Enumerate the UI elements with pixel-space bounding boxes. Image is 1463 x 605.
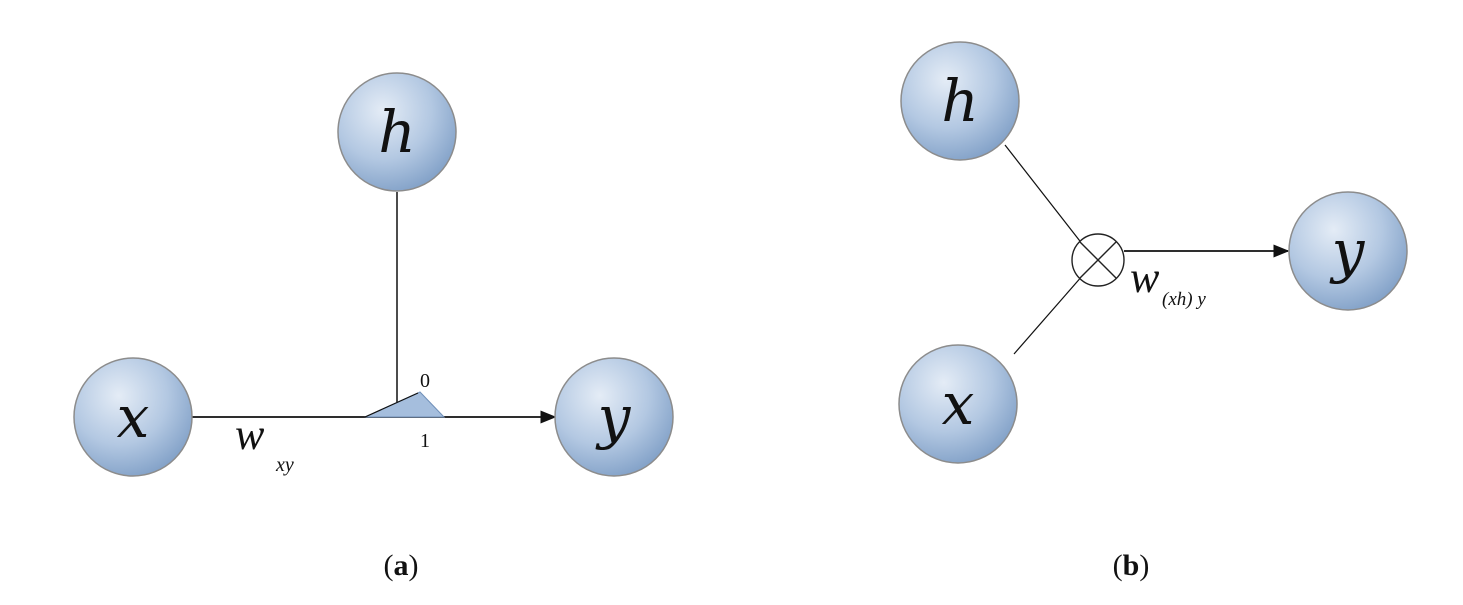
node-h-label: h bbox=[941, 67, 978, 135]
weight-w-label: w bbox=[1130, 253, 1160, 302]
panel-a: h x y w xy 0 1 bbox=[73, 72, 674, 477]
node-x: x bbox=[898, 344, 1018, 464]
caption-a: (a) bbox=[384, 549, 419, 582]
svg-text:(a): (a) bbox=[384, 549, 419, 582]
node-x-label: x bbox=[942, 370, 975, 438]
node-y-label: y bbox=[595, 383, 632, 451]
switch-wedge bbox=[364, 391, 446, 418]
weight-w-label: w bbox=[235, 410, 265, 459]
multiply-icon bbox=[1071, 233, 1125, 287]
switch-label-1: 1 bbox=[420, 430, 430, 452]
node-x-label: x bbox=[117, 383, 150, 451]
node-h: h bbox=[337, 72, 457, 192]
node-y-label: y bbox=[1329, 217, 1366, 285]
node-y: y bbox=[554, 357, 674, 477]
node-y: y bbox=[1288, 191, 1408, 311]
caption-b: (b) bbox=[1113, 549, 1150, 582]
svg-text:(b): (b) bbox=[1113, 549, 1150, 582]
edge-h-to-multiplier bbox=[1004, 144, 1084, 246]
switch-lever bbox=[364, 392, 419, 418]
weight-xy-subscript: xy bbox=[275, 454, 294, 476]
caption-b-letter: b bbox=[1123, 549, 1140, 582]
caption-a-letter: a bbox=[394, 549, 409, 582]
node-x: x bbox=[73, 357, 193, 477]
node-h: h bbox=[900, 41, 1020, 161]
edge-x-to-multiplier bbox=[1013, 274, 1084, 355]
weight-xhy-subscript: (xh) y bbox=[1162, 289, 1206, 310]
panel-b: h x y w (xh) y bbox=[898, 41, 1408, 464]
node-h-label: h bbox=[378, 98, 415, 166]
switch-label-0: 0 bbox=[420, 370, 430, 392]
